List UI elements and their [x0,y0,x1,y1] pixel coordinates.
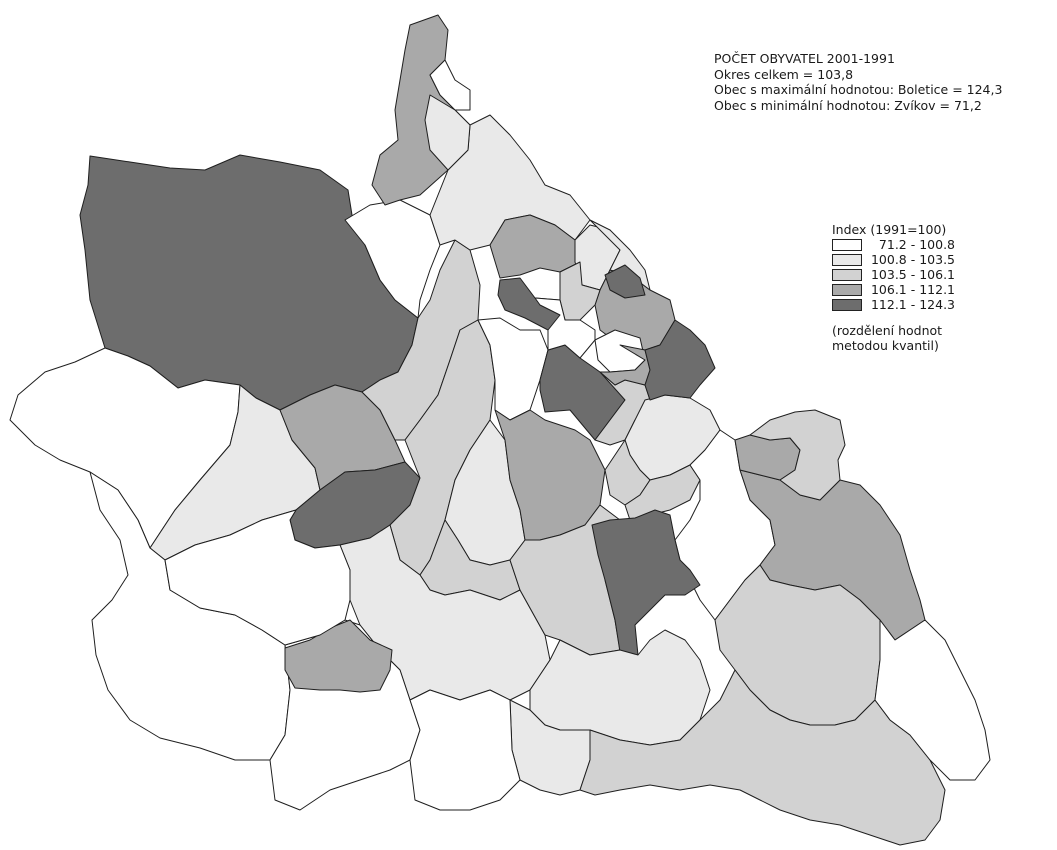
legend-note: (rozdělení hodnot metodou kvantil) [832,323,955,354]
map-region [164,509,351,646]
map-region [477,317,549,421]
legend-item: 112.1 - 124.3 [832,297,955,313]
map-region [579,669,946,846]
legend-swatch [832,269,862,281]
map-region [591,509,701,656]
legend-label: 112.1 - 124.3 [870,297,955,313]
legend-label: 71.2 - 100.8 [878,237,955,253]
legend-item: 71.2 - 100.8 [832,237,955,253]
legend-label: 103.5 - 106.1 [870,267,955,283]
legend-label: 100.8 - 103.5 [870,252,955,268]
map-region [874,619,991,781]
min-municipality-text: Obec s minimální hodnotou: Zvíkov = 71,2 [714,97,982,113]
legend-swatch [832,299,862,311]
map-region [534,297,596,359]
map-region [749,409,846,501]
map-region [644,319,716,401]
map-region [424,94,471,171]
legend-note-line: metodou kvantil) [832,338,939,353]
map-info-box: POČET OBYVATEL 2001-1991 Okres celkem = … [714,51,1002,113]
legend-swatch [832,284,862,296]
map-region [589,219,651,291]
legend-item: 103.5 - 106.1 [832,267,955,283]
map-region [624,464,701,521]
map-region [409,689,521,811]
map-region [429,59,471,111]
map-legend: Index (1991=100) 71.2 - 100.8 100.8 - 10… [832,222,955,354]
legend-swatch [832,239,862,251]
legend-item: 106.1 - 112.1 [832,282,955,298]
legend-swatch [832,254,862,266]
map-title: POČET OBYVATEL 2001-1991 [714,51,895,66]
legend-label: 106.1 - 112.1 [870,282,955,298]
map-region [604,264,646,299]
legend-title: Index (1991=100) [832,222,947,237]
max-municipality-text: Obec s maximální hodnotou: Boletice = 12… [714,82,1003,97]
district-total-text: Okres celkem = 103,8 [714,66,854,82]
legend-note-line: (rozdělení hodnot [832,322,943,338]
legend-item: 100.8 - 103.5 [832,252,955,268]
